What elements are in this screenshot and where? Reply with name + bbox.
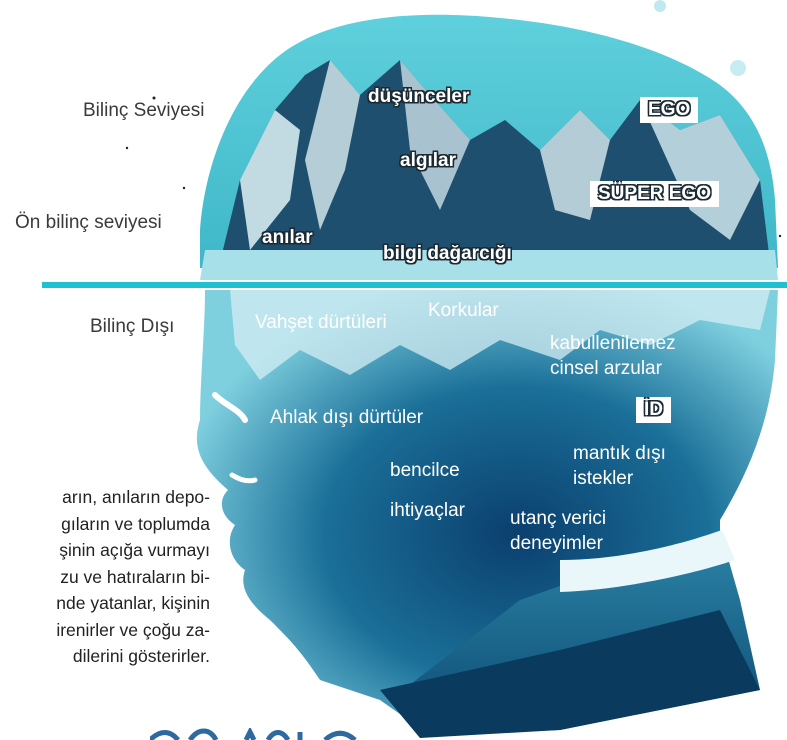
paragraph-line: nde yatanlar, kişinin [0,590,210,617]
droplet [730,60,746,76]
label-unacceptable-desires-1: kabullenilemez [550,333,676,355]
waterline [42,282,787,288]
paragraph-line: zu ve hatıraların bi- [0,564,210,591]
label-fears: Korkular [428,300,499,322]
label-unacceptable-desires-2: cinsel arzular [550,358,662,380]
label-shameful-2: deneyimler [510,533,603,555]
paragraph-line: arın, anıların depo- [0,484,210,511]
label-selfish: bencilce [390,460,460,482]
label-perceptions: algılar [400,150,456,172]
label-savage-impulses: Vahşet dürtüleri [255,312,387,334]
id-badge: İD [636,397,671,423]
label-knowledge: bilgi dağarcığı [383,243,512,265]
label-preconscious-level: Ön bilinç seviyesi [15,212,162,234]
label-immoral-impulses: Ahlak dışı dürtüler [270,407,423,429]
paragraph-line: gıların ve toplumda [0,511,210,538]
label-shameful-1: utanç verici [510,508,606,530]
paragraph-line: irenirler ve çoğu za- [0,617,210,644]
label-conscious-level: Bilinç Seviyesi [83,100,204,122]
ego-badge: EGO [640,97,698,123]
paragraph-line: şinin açığa vurmayı [0,537,210,564]
cropped-heading-strokes [150,728,380,740]
description-paragraph: arın, anıların depo- gıların ve toplumda… [0,484,210,670]
label-irrational-wishes-1: mantık dışı [573,443,666,465]
droplet [654,0,666,12]
label-needs: ihtiyaçlar [390,500,465,522]
superego-badge: SÜPER EGO [590,181,719,207]
label-unconscious-level: Bilinç Dışı [90,316,174,338]
label-thoughts: düşünceler [368,86,469,108]
label-irrational-wishes-2: istekler [573,468,633,490]
paragraph-line: dilerini gösterirler. [0,643,210,670]
label-memories: anılar [262,227,313,249]
